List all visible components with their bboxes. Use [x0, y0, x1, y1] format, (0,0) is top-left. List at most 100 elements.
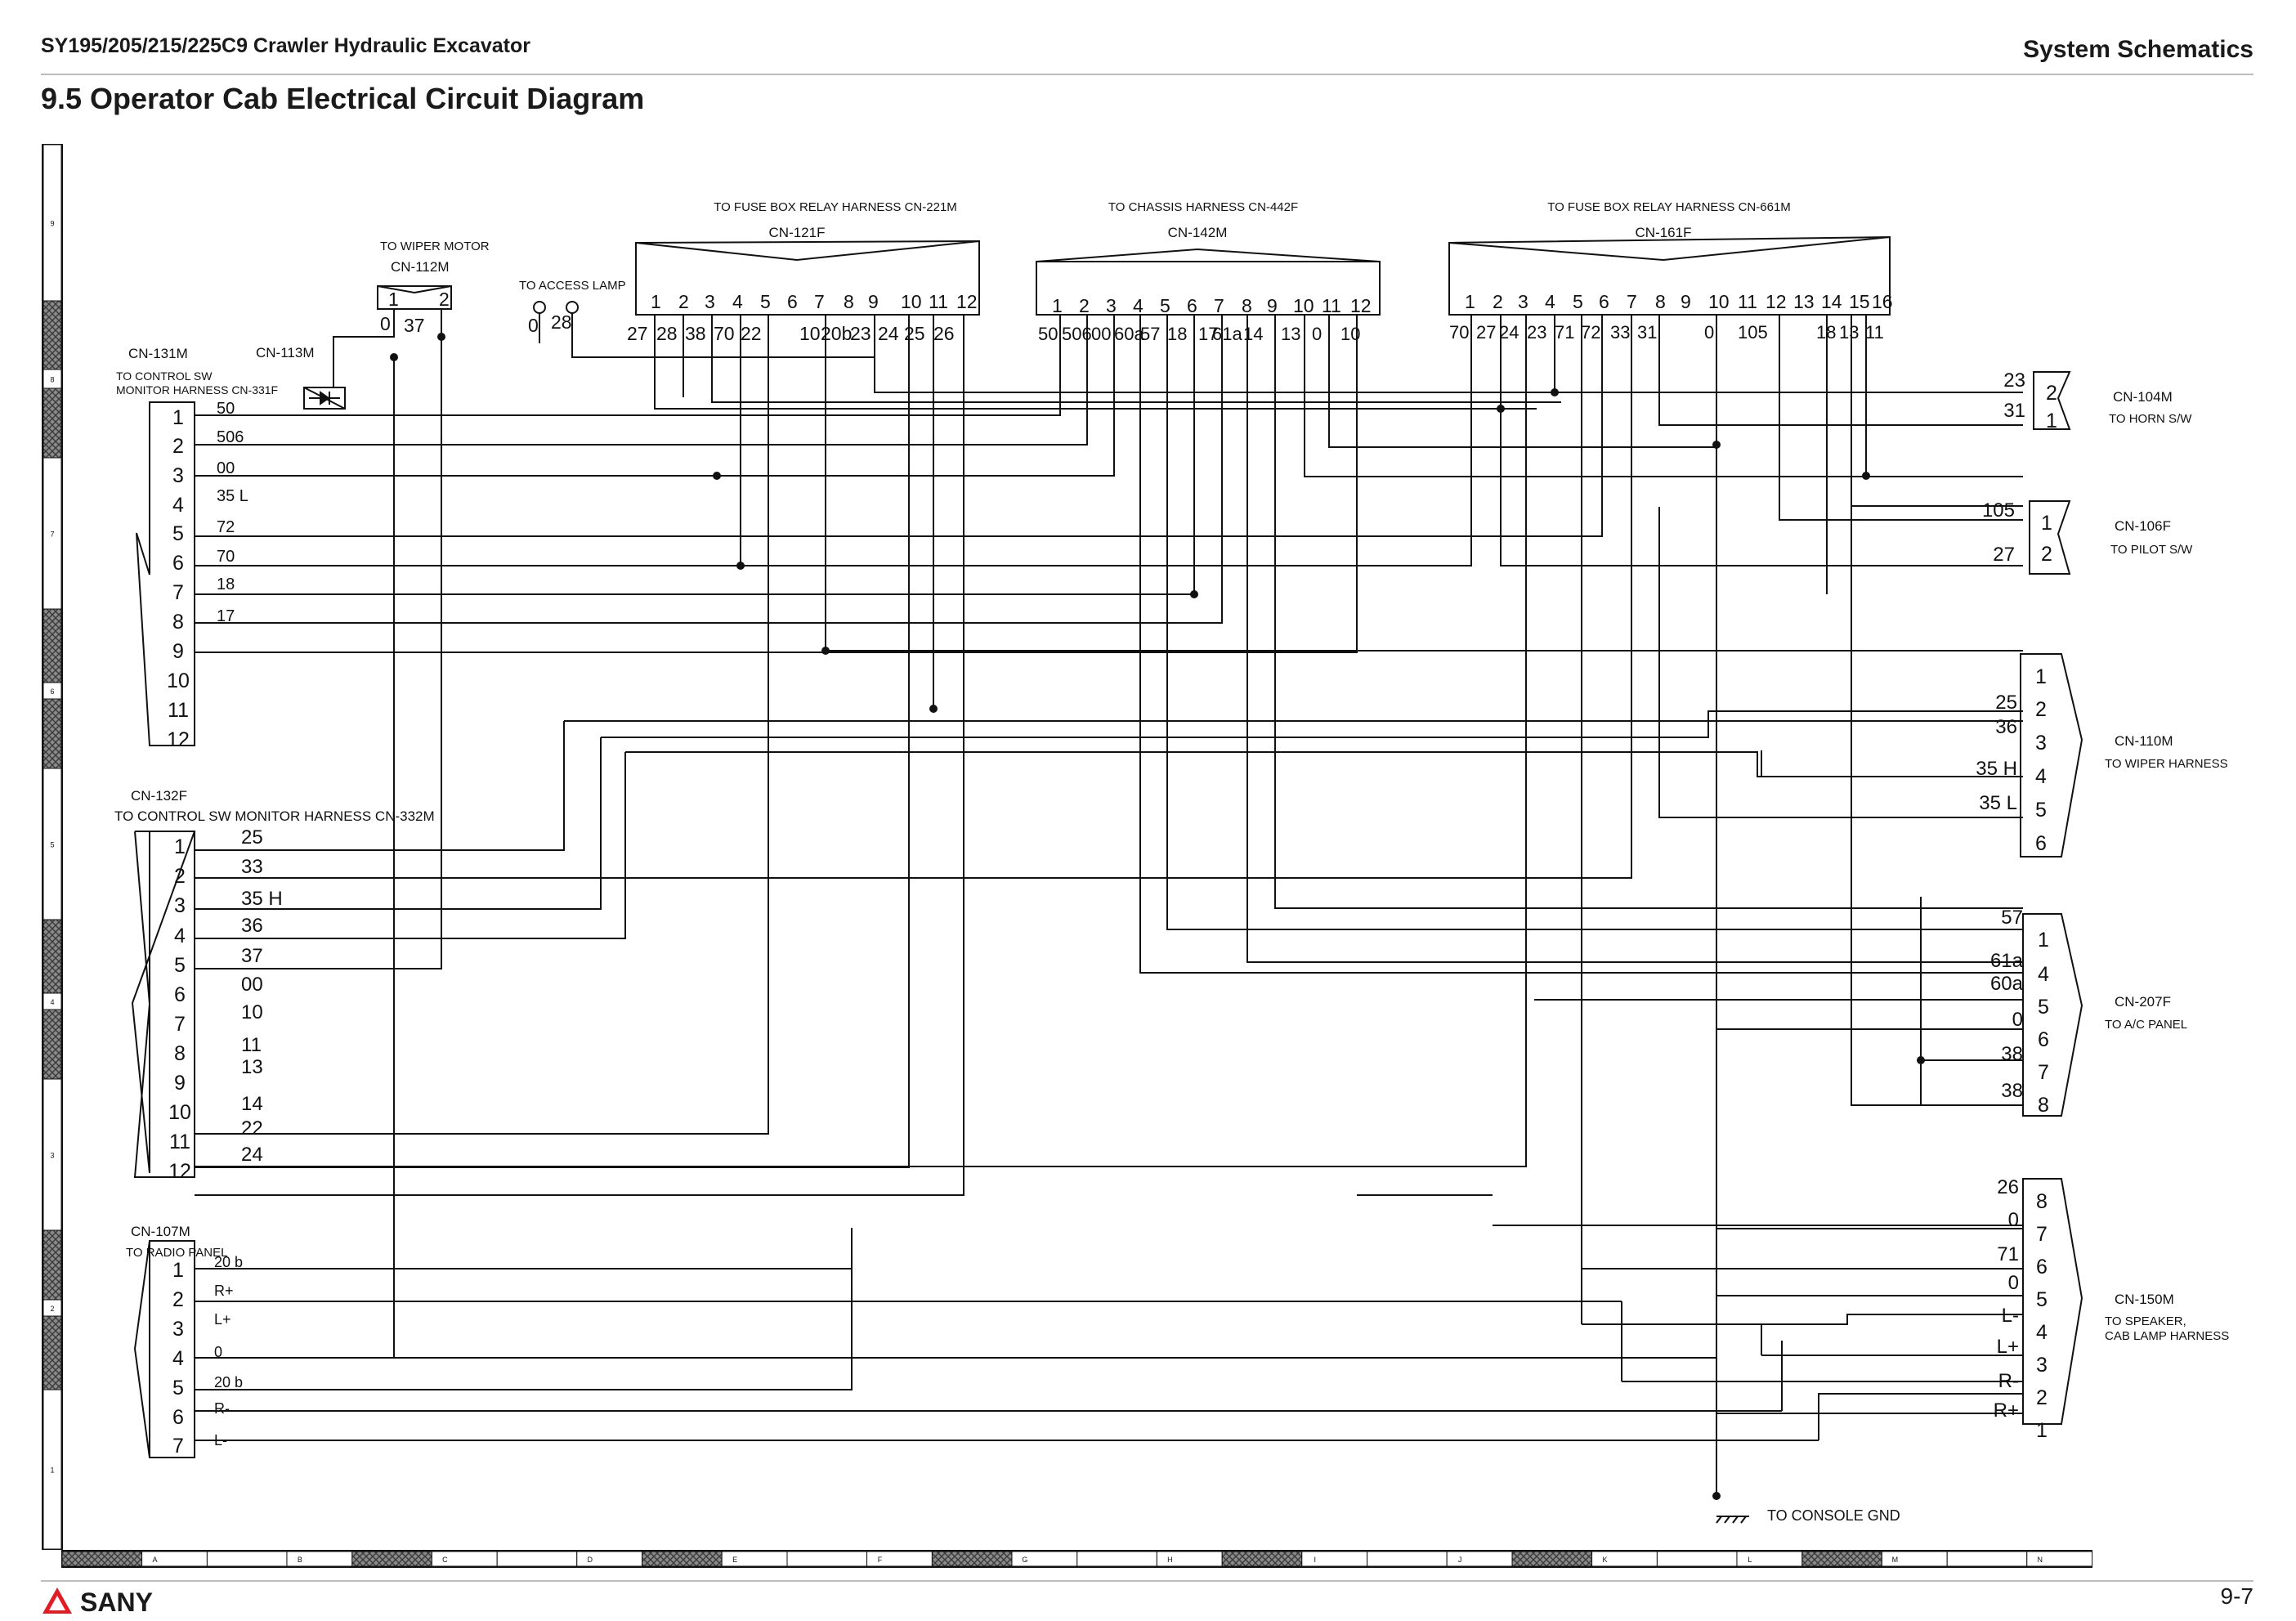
cn142-pin-5: 6	[1187, 295, 1197, 316]
zone-left-label: 3	[50, 1152, 54, 1160]
cn110-pin-3: 4	[2035, 765, 2047, 788]
cn132-wire-1: 33	[241, 856, 263, 878]
cn142-wire-7: 61a	[1212, 324, 1242, 344]
cn121-wire-2: 38	[685, 323, 706, 344]
cn107-pin-5: 6	[172, 1406, 184, 1429]
cn161-wire-2: 24	[1499, 322, 1519, 343]
zone-bottom-label: I	[1314, 1556, 1316, 1564]
cn121-pin-3: 4	[732, 291, 743, 312]
cn-132f-name: CN-132F	[131, 788, 187, 804]
page-number: 9-7	[2220, 1583, 2253, 1609]
cn131-wire-5: 70	[217, 548, 235, 566]
zone-left-label: 7	[50, 531, 54, 539]
cn-150m-label-2: CAB LAMP HARNESS	[2105, 1329, 2229, 1343]
cn132-pin-7: 8	[174, 1042, 186, 1065]
zone-bottom-label: G	[1022, 1556, 1027, 1564]
cn207-wire-4: 38	[2001, 1043, 2023, 1065]
cn150-pin-2: 6	[2036, 1256, 2048, 1278]
cn150-pin-4: 4	[2036, 1321, 2048, 1344]
cn107-wire-5: R-	[214, 1400, 230, 1417]
cn-107m-label: TO RADIO PANEL	[126, 1246, 227, 1260]
document-title: SY195/205/215/225C9 Crawler Hydraulic Ex…	[41, 34, 530, 57]
footer-divider	[41, 1580, 2253, 1582]
cn121-pin-2: 3	[705, 291, 715, 312]
cn107-wire-6: L-	[214, 1432, 227, 1449]
zone-bottom-label: N	[2037, 1556, 2043, 1564]
sany-logo: SANY	[41, 1584, 204, 1621]
zone-bottom-label: F	[878, 1556, 883, 1564]
ground-symbol	[1716, 1516, 1749, 1524]
cn132-wire-7: 11	[241, 1034, 262, 1056]
cn107-pin-0: 1	[172, 1259, 184, 1282]
cn142-wire-2: 00	[1091, 324, 1111, 344]
cn106-pin-0: 1	[2041, 512, 2052, 535]
cn142-wire-0: 50	[1038, 324, 1058, 344]
cn161-wire-5: 72	[1581, 322, 1600, 343]
cn142-pin-9: 10	[1293, 295, 1314, 316]
cn132-wire-11: 24	[241, 1144, 263, 1166]
cn-207f-label: TO A/C PANEL	[2105, 1018, 2187, 1032]
cn161-pin-3: 4	[1545, 291, 1555, 312]
cn132-pin-2: 3	[174, 894, 186, 917]
cn207-pin-2: 5	[2038, 996, 2049, 1019]
cn110-pin-4: 5	[2035, 799, 2047, 822]
cn110-pin-1: 2	[2035, 698, 2047, 721]
cn150-pin-5: 3	[2036, 1354, 2048, 1377]
cn150-wire-6: R-	[1998, 1370, 2019, 1392]
cn131-wire-2: 00	[217, 459, 235, 477]
cn107-wire-1: R+	[214, 1283, 234, 1299]
cn121-pin-0: 1	[651, 291, 661, 312]
cn142-pin-0: 1	[1052, 295, 1063, 316]
cn161-pin-4: 5	[1573, 291, 1583, 312]
cn121-pin-7: 8	[844, 291, 854, 312]
cn207-wire-1: 61a	[1990, 950, 2024, 972]
cn132-pin-9: 10	[168, 1101, 191, 1124]
cn-121f-name: CN-121F	[769, 225, 826, 240]
cn-113m-name: CN-113M	[256, 345, 314, 360]
cn-150m-name: CN-150M	[2115, 1292, 2174, 1307]
cn161-pin-14: 15	[1849, 291, 1870, 312]
connector-cn-132f: CN-132F TO CONTROL SW MONITOR HARNESS CN…	[114, 788, 435, 1183]
cn-207f-name: CN-207F	[2115, 994, 2171, 1010]
cn-121f-harness-label: TO FUSE BOX RELAY HARNESS CN-221M	[714, 200, 957, 214]
cn161-wire-4: 71	[1555, 322, 1574, 343]
cn161-wire-6: 33	[1610, 322, 1630, 343]
cn142-wire-10: 0	[1312, 324, 1322, 344]
junction-dots	[390, 333, 1925, 1500]
cn106-wire-0: 105	[1982, 499, 2015, 522]
cn161-wire-3: 23	[1527, 322, 1546, 343]
zone-bottom-label: B	[298, 1556, 302, 1564]
cn132-wire-8: 13	[241, 1056, 263, 1078]
cn-131m-label-2: MONITOR HARNESS CN-331F	[116, 383, 278, 396]
cn-110m-label: TO WIPER HARNESS	[2105, 757, 2228, 771]
cn121-wire-8: 24	[878, 323, 899, 344]
zone-left-label: 2	[50, 1305, 54, 1313]
cn142-pin-6: 7	[1214, 295, 1224, 316]
cn207-wire-3: 0	[2012, 1009, 2023, 1031]
cn142-pin-2: 3	[1106, 295, 1117, 316]
cn132-wire-5: 00	[241, 974, 263, 996]
cn132-wire-6: 10	[241, 1001, 263, 1023]
zone-left-label: 4	[50, 998, 54, 1006]
zone-bottom-label: H	[1167, 1556, 1173, 1564]
cn131-pin-9: 10	[167, 669, 190, 692]
cn-112m-pin-2: 2	[439, 289, 450, 310]
cn161-pin-12: 13	[1793, 291, 1815, 312]
cn207-wire-0: 57	[2001, 907, 2023, 929]
cn150-pin-3: 5	[2036, 1288, 2048, 1311]
cn104-wire-1: 31	[2003, 400, 2025, 422]
cn121-pin-8: 9	[868, 291, 879, 312]
connector-cn-161f: TO FUSE BOX RELAY HARNESS CN-661M CN-161…	[1449, 200, 1893, 343]
access-lamp-wire-0: 0	[528, 315, 539, 336]
cn132-wire-9: 14	[241, 1093, 263, 1115]
cn-104m-label: TO HORN S/W	[2109, 412, 2192, 426]
cn150-pin-6: 2	[2036, 1386, 2048, 1409]
cn131-pin-5: 6	[172, 552, 184, 575]
cn207-pin-0: 1	[2038, 929, 2049, 952]
cn132-pin-3: 4	[174, 925, 186, 947]
